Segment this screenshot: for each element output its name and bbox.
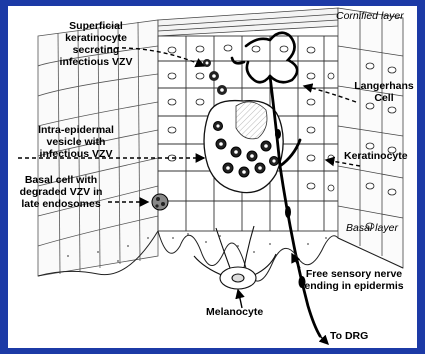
label-basal-cell: Basal cell with degraded VZV in late end… [8, 174, 114, 210]
melanocyte [194, 226, 276, 289]
diagram-panel: Cornified layer Superficial keratinocyte… [8, 6, 417, 348]
label-keratinocyte: Keratinocyte [344, 150, 408, 162]
label-free-sensory-nerve: Free sensory nerve ending in epidermis [296, 268, 412, 292]
basal-cell-endosome [152, 194, 168, 210]
intra-epidermal-vesicle [204, 101, 283, 193]
label-langerhans-cell: Langerhans Cell [354, 80, 414, 104]
arrow-to-drg [320, 336, 328, 344]
cornified-surface [158, 8, 338, 36]
label-intra-epidermal-vesicle: Intra-epidermal vesicle with infectious … [16, 124, 136, 160]
label-melanocyte: Melanocyte [206, 306, 263, 318]
label-superficial-keratinocyte: Superficial keratinocyte secreting infec… [48, 20, 144, 68]
label-to-drg: To DRG [330, 330, 368, 342]
label-cornified-layer: Cornified layer [336, 10, 404, 22]
label-basal-layer: Basal layer [346, 222, 398, 234]
